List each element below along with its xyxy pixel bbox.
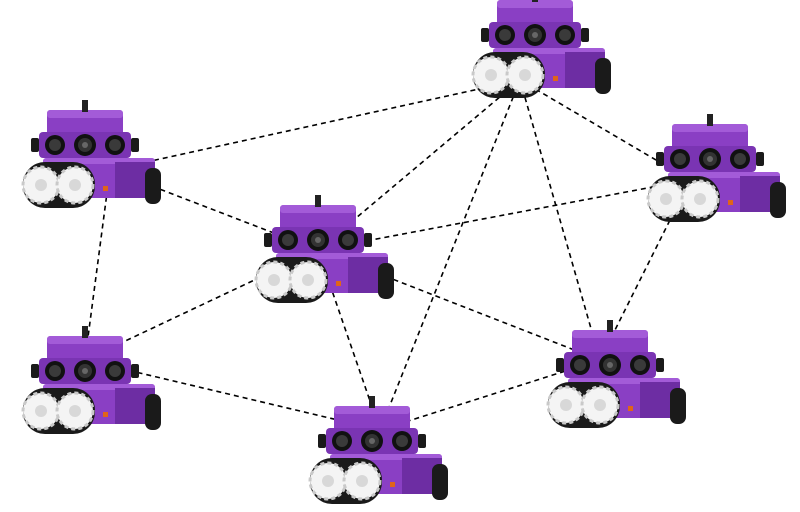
network-link <box>379 359 601 431</box>
robot-center <box>254 193 396 305</box>
robot-body <box>308 394 450 506</box>
network-link <box>519 79 601 361</box>
network-link <box>109 79 521 171</box>
robot-top-right-upper <box>471 0 613 100</box>
network-link <box>84 249 319 361</box>
network-link <box>84 169 111 361</box>
robot-body <box>254 193 396 305</box>
robot-right-lower <box>546 318 688 430</box>
robot-left-upper <box>21 98 163 210</box>
robot-body <box>21 324 163 436</box>
network-link <box>599 179 691 361</box>
network-link <box>317 249 601 361</box>
robot-body <box>21 98 163 210</box>
robots <box>21 0 788 506</box>
robot-left-lower <box>21 324 163 436</box>
robot-right-middle <box>646 112 788 224</box>
robot-body <box>646 112 788 224</box>
robot-body <box>546 318 688 430</box>
robot-bottom-center <box>308 394 450 506</box>
network-link <box>84 359 381 431</box>
network-link <box>379 79 521 431</box>
network-link <box>317 179 691 251</box>
robot-body <box>471 0 613 100</box>
